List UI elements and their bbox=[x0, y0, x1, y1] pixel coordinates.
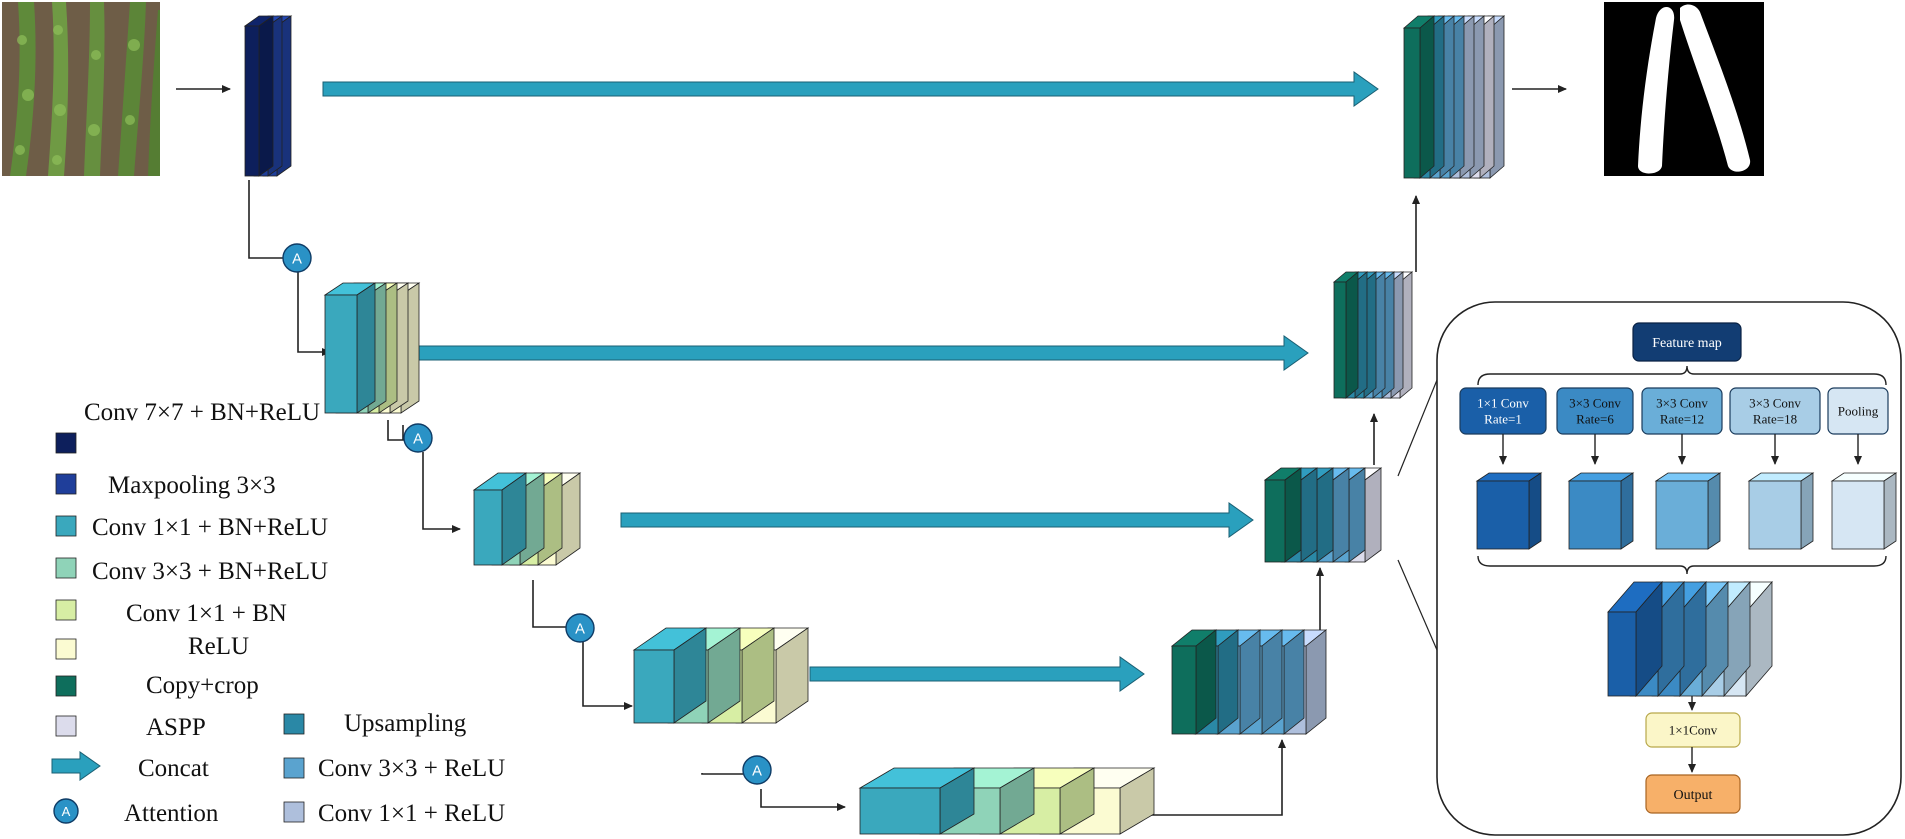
aspp-cube-face-1 bbox=[1475, 472, 1543, 550]
aspp-branch-cube-2 bbox=[1567, 472, 1635, 550]
legend-label-maxpool: Maxpooling 3×3 bbox=[108, 472, 276, 499]
decoder-block-1 bbox=[1402, 15, 1506, 179]
connector-arrows bbox=[176, 85, 1567, 816]
concat-arrow-level-4 bbox=[809, 656, 1145, 692]
encoder-block-1-layer-1 bbox=[243, 15, 275, 177]
aspp-cube-face-5 bbox=[1830, 472, 1898, 550]
encoder-block-3 bbox=[472, 472, 582, 566]
legend-concat-icon bbox=[51, 751, 101, 781]
legend-label-conv1-bn-relu: Conv 1×1 + BN+ReLU bbox=[92, 514, 329, 541]
legend-label-concat: Concat bbox=[138, 755, 209, 782]
aspp-concat-stack bbox=[1607, 580, 1773, 698]
decoder-block-4-layer-1 bbox=[1170, 629, 1218, 735]
concat-arrow-level-1 bbox=[322, 71, 1379, 107]
legend-swatch-upsampling bbox=[283, 713, 305, 735]
attention-node-2: A bbox=[403, 423, 433, 453]
legend: A bbox=[51, 432, 305, 824]
legend-attention-icon: A bbox=[53, 798, 79, 824]
svg-text:3×3 Conv: 3×3 Conv bbox=[1749, 396, 1801, 411]
legend-swatch-conv1-bn bbox=[55, 599, 77, 621]
svg-text:1×1Conv: 1×1Conv bbox=[1669, 723, 1718, 738]
legend-label-relu: ReLU bbox=[188, 633, 250, 660]
input-field-image bbox=[2, 2, 160, 176]
aspp-cube-face-3 bbox=[1654, 472, 1722, 550]
attention-letter: A bbox=[575, 622, 585, 638]
legend-label-attention: Attention bbox=[124, 800, 219, 827]
decoder-block-1-layer-1 bbox=[1402, 15, 1436, 179]
concat-arrow-level-2 bbox=[418, 335, 1309, 371]
legend-label-conv1-bn: Conv 1×1 + BN bbox=[126, 600, 287, 627]
aspp-branch-cube-5 bbox=[1830, 472, 1898, 550]
bottleneck-block bbox=[858, 767, 1156, 835]
legend-label-conv1-relu: Conv 1×1 + ReLU bbox=[318, 800, 506, 827]
encoder-block-4-layer-1 bbox=[632, 627, 708, 724]
aspp-branch-cube-1 bbox=[1475, 472, 1543, 550]
legend-label-conv3-relu: Conv 3×3 + ReLU bbox=[318, 755, 506, 782]
legend-swatch-conv3-relu bbox=[283, 757, 305, 779]
svg-text:Rate=18: Rate=18 bbox=[1753, 412, 1797, 427]
attention-node-4: A bbox=[742, 755, 772, 785]
aspp-bottom-brace bbox=[1477, 555, 1887, 575]
svg-text:Rate=1: Rate=1 bbox=[1484, 412, 1522, 427]
svg-text:Output: Output bbox=[1674, 788, 1713, 803]
encoder-block-2-layer-1 bbox=[323, 282, 377, 414]
legend-swatch-copy-crop bbox=[55, 675, 77, 697]
decoder-block-4 bbox=[1170, 629, 1328, 735]
legend-swatch-relu bbox=[55, 638, 77, 660]
aspp-conv-1x1-box: 1×1Conv bbox=[1645, 712, 1741, 748]
svg-text:A: A bbox=[62, 804, 71, 819]
aspp-branch-cube-4 bbox=[1747, 472, 1815, 550]
attention-node-1: A bbox=[282, 243, 312, 273]
bottleneck-block-layer-1 bbox=[858, 767, 976, 835]
attention-letter: A bbox=[413, 432, 423, 448]
svg-text:Rate=12: Rate=12 bbox=[1660, 412, 1704, 427]
legend-swatch-conv1-bn-relu bbox=[55, 515, 77, 537]
output-segmentation-mask bbox=[1604, 2, 1764, 176]
legend-swatch-conv3-bn-relu bbox=[55, 557, 77, 579]
aspp-output-box: Output bbox=[1645, 774, 1741, 814]
decoder-block-3 bbox=[1263, 467, 1383, 563]
legend-label-copy-crop: Copy+crop bbox=[146, 672, 259, 699]
aspp-concat-layer-1 bbox=[1607, 580, 1663, 698]
legend-label-conv3-bn-relu: Conv 3×3 + BN+ReLU bbox=[92, 558, 329, 585]
svg-text:1×1 Conv: 1×1 Conv bbox=[1477, 396, 1529, 411]
legend-swatch-aspp bbox=[55, 715, 77, 737]
svg-text:3×3 Conv: 3×3 Conv bbox=[1656, 396, 1708, 411]
svg-text:Pooling: Pooling bbox=[1838, 404, 1879, 419]
aspp-feature-map-box: Feature map bbox=[1632, 322, 1742, 362]
aspp-branch-box-5: Pooling bbox=[1827, 387, 1889, 435]
decoder-block-2 bbox=[1332, 271, 1414, 399]
svg-text:Rate=6: Rate=6 bbox=[1576, 412, 1614, 427]
legend-label-upsampling: Upsampling bbox=[344, 710, 467, 737]
decoder-block-3-layer-1 bbox=[1263, 467, 1303, 563]
legend-swatch-conv1-relu bbox=[283, 801, 305, 823]
aspp-cube-face-4 bbox=[1747, 472, 1815, 550]
attention-node-3: A bbox=[565, 613, 595, 643]
aspp-branch-cube-3 bbox=[1654, 472, 1722, 550]
svg-text:Feature map: Feature map bbox=[1652, 336, 1722, 351]
encoder-block-1 bbox=[243, 15, 293, 177]
legend-swatch-maxpool bbox=[55, 473, 77, 495]
aspp-top-brace bbox=[1477, 365, 1887, 386]
svg-text:3×3 Conv: 3×3 Conv bbox=[1569, 396, 1621, 411]
legend-swatch-conv7 bbox=[55, 432, 77, 454]
aspp-cube-face-2 bbox=[1567, 472, 1635, 550]
encoder-block-3-layer-1 bbox=[472, 472, 528, 566]
concat-arrow-level-3 bbox=[620, 502, 1254, 538]
encoder-block-4 bbox=[632, 627, 810, 724]
attention-letter: A bbox=[292, 252, 302, 268]
legend-label-aspp: ASPP bbox=[146, 714, 206, 741]
decoder-block-2-layer-1 bbox=[1332, 271, 1360, 399]
encoder-block-2 bbox=[323, 282, 421, 414]
legend-label-conv7: Conv 7×7 + BN+ReLU bbox=[84, 399, 321, 426]
attention-letter: A bbox=[752, 764, 762, 780]
